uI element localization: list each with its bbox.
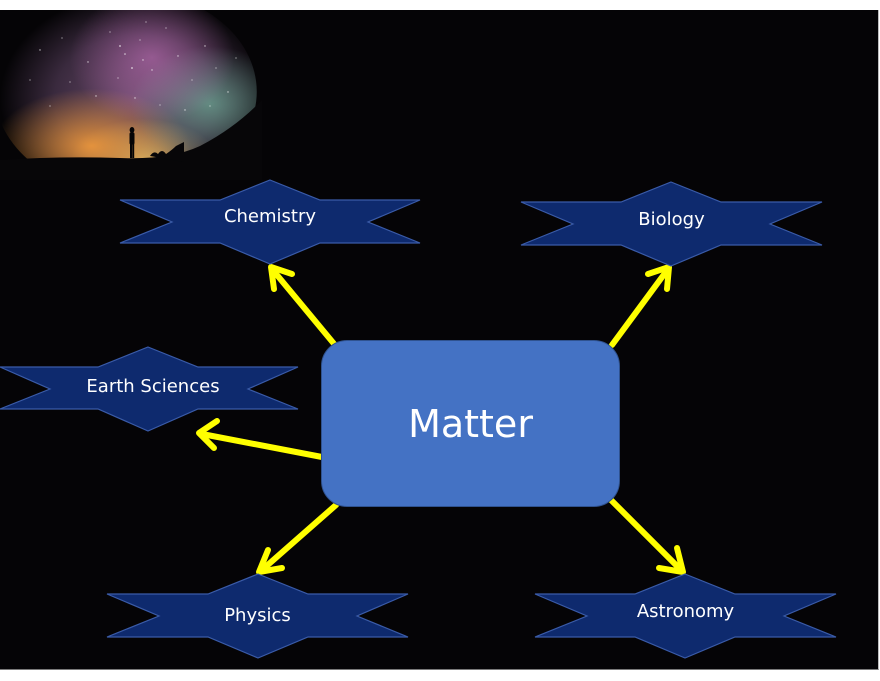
- node-chemistry[interactable]: Chemistry: [119, 179, 421, 265]
- node-astronomy[interactable]: Astronomy: [534, 573, 837, 659]
- night-sky-image: [0, 10, 262, 180]
- star-shape: [0, 346, 299, 432]
- center-node-matter[interactable]: Matter: [321, 340, 620, 507]
- star-shape: [119, 179, 421, 265]
- node-label: Physics: [224, 605, 291, 626]
- star-shape: [534, 573, 837, 659]
- arrow-to-biology: [609, 264, 672, 348]
- node-label: Earth Sciences: [86, 376, 220, 397]
- node-label: Biology: [638, 209, 705, 230]
- center-label: Matter: [408, 401, 533, 446]
- arrow-to-physics: [256, 502, 339, 575]
- node-physics[interactable]: Physics: [106, 573, 409, 659]
- node-label: Astronomy: [636, 601, 735, 622]
- slide: Chemistry Biology Earth Sciences Physics: [0, 10, 879, 670]
- star-shape: [520, 181, 823, 267]
- arrow-to-chemistry: [268, 264, 338, 348]
- arrow-to-astronomy: [608, 497, 686, 575]
- node-earth-sciences[interactable]: Earth Sciences: [0, 346, 299, 432]
- node-label: Chemistry: [223, 206, 317, 227]
- star-shape: [106, 573, 409, 659]
- node-biology[interactable]: Biology: [520, 181, 823, 267]
- stars-and-silhouette: [0, 21, 262, 180]
